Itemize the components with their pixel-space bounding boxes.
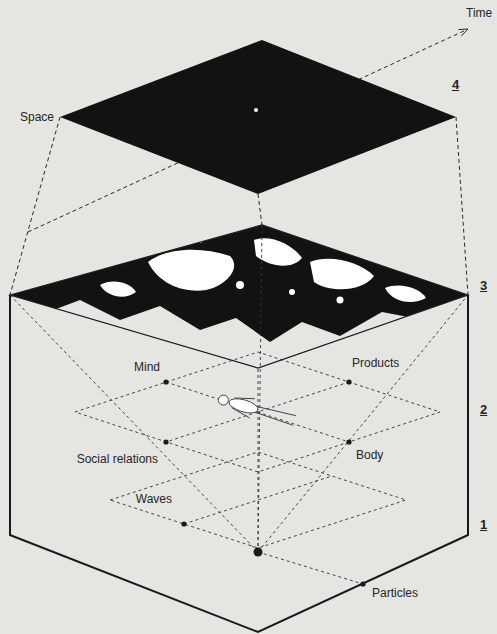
- layer-number: 3: [480, 279, 487, 293]
- inner-guides: [10, 225, 468, 584]
- point-dot: [254, 108, 258, 112]
- apex-dot: [254, 548, 263, 557]
- point-dot: [346, 439, 351, 444]
- map-land: [148, 250, 234, 291]
- map-island: [289, 289, 295, 295]
- space-plane: [60, 40, 456, 194]
- figure-head: [217, 394, 229, 406]
- arrow-head: [458, 29, 468, 36]
- world-map: [10, 225, 470, 380]
- pyramid-edge: [258, 225, 262, 552]
- pyramid-edge: [258, 368, 259, 552]
- time-axis: [28, 30, 466, 232]
- layer-number: 2: [480, 403, 487, 417]
- map-lower: [10, 300, 470, 380]
- projection-line: [10, 117, 60, 295]
- point-dot: [346, 379, 351, 384]
- map-island: [337, 297, 344, 304]
- map-land: [385, 286, 426, 302]
- point-label: Social relations: [77, 452, 158, 466]
- point-dot: [163, 439, 168, 444]
- point-label: Particles: [372, 586, 418, 600]
- pyramid-edge: [10, 295, 258, 552]
- point-dots: [163, 379, 365, 586]
- human-figure: [216, 389, 297, 430]
- level-plane: [75, 352, 440, 472]
- pyramid-edge: [258, 295, 468, 552]
- figure-leg: [254, 412, 294, 425]
- axis-label: Space: [20, 110, 54, 124]
- point-label: Products: [352, 356, 399, 370]
- cube-outline: [10, 225, 468, 632]
- axis-label: Time: [466, 6, 492, 20]
- point-dot: [163, 379, 168, 384]
- cube-top: [10, 225, 468, 368]
- point-label: Body: [356, 448, 383, 462]
- map-land: [100, 281, 136, 296]
- point-dot: [181, 521, 186, 526]
- level-plane: [110, 452, 406, 548]
- map-land: [310, 259, 374, 289]
- level-grid: [166, 382, 349, 442]
- level-grid: [258, 552, 363, 584]
- cube-edge: [10, 295, 468, 632]
- point-label: Mind: [134, 360, 160, 374]
- projection-line: [456, 117, 468, 295]
- map-island: [236, 281, 244, 289]
- point-label: Waves: [136, 492, 172, 506]
- figure-leg: [256, 404, 296, 417]
- layer-number: 4: [452, 78, 459, 92]
- figure-torso: [228, 396, 260, 416]
- projection-line: [258, 194, 262, 225]
- level-grid: [184, 476, 332, 524]
- layer-number: 1: [480, 518, 487, 532]
- point-dot: [360, 581, 365, 586]
- level-grid: [166, 382, 349, 442]
